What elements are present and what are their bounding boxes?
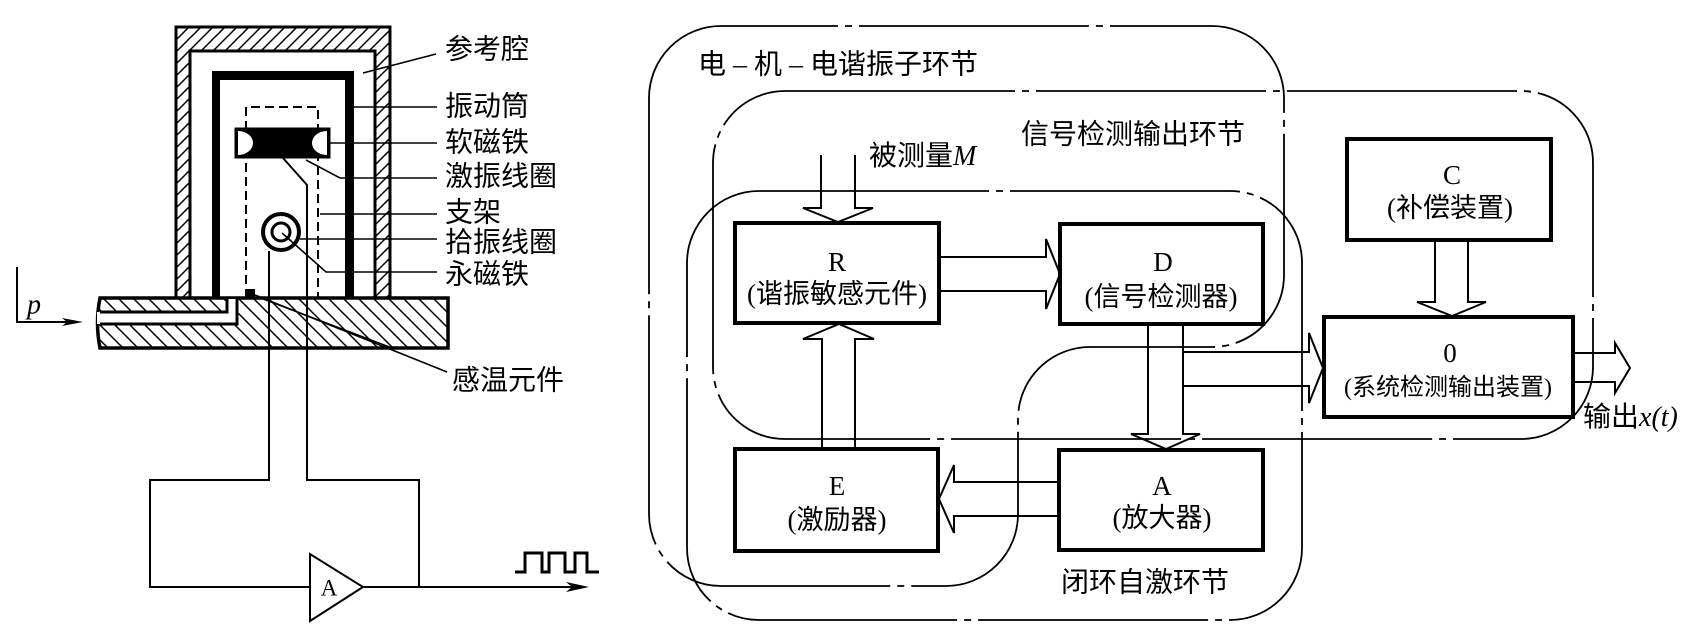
pressure-arrowhead-icon (62, 318, 83, 326)
block-D: D (信号检测器) (1058, 222, 1265, 326)
label-permanent-magnet: 永磁铁 (445, 259, 529, 291)
block-A-name: (放大器) (1113, 503, 1212, 533)
block-A: A (放大器) (1057, 448, 1265, 552)
pressure-channel-lower-wall (100, 298, 239, 326)
label-reference-cavity: 参考腔 (445, 34, 529, 66)
pressure-arrow (16, 267, 74, 323)
title-resonator-loop: 电 – 机 – 电谐振子环节 (698, 49, 978, 81)
leader-permanent-magnet (281, 232, 437, 273)
label-temperature-sensor: 感温元件 (452, 365, 564, 397)
block-R-letter: R (828, 247, 846, 277)
support-frame (245, 106, 319, 298)
leader-reference-cavity (362, 53, 437, 74)
soft-magnet (234, 127, 331, 159)
input-label-symbol: M (952, 141, 978, 172)
block-E-letter: E (829, 471, 846, 501)
pressure-symbol: p (25, 290, 41, 321)
title-signal-output-loop: 信号检测输出环节 (1021, 119, 1245, 151)
label-support: 支架 (445, 197, 501, 229)
title-self-excitation-loop: 闭环自激环节 (1061, 567, 1229, 599)
block-C-letter: C (1443, 160, 1461, 190)
block-R: R (谐振敏感元件) (733, 221, 941, 325)
block-D-letter: D (1153, 247, 1173, 277)
vibrating-cylinder (212, 71, 354, 298)
block-diagram: 电 – 机 – 电谐振子环节 信号检测输出环节 闭环自激环节 被测量M 输出x(… (648, 25, 1678, 621)
output-label: 输出x(t) (1583, 401, 1678, 433)
block-O-letter: 0 (1443, 338, 1457, 368)
amplifier-label: A (321, 576, 338, 601)
input-label-text: 被测量 (869, 140, 953, 172)
sensor-schematic: A p 参考腔 振动筒 软磁铁 激振线圈 支架 拾振线圈 永磁铁 感温元件 (16, 25, 599, 623)
arrow-R-to-D (939, 238, 1062, 310)
output-arrowhead-icon (566, 582, 589, 592)
leader-excitation-coil (305, 159, 437, 179)
arrow-input-to-R (802, 155, 874, 224)
output-label-text: 输出 (1583, 401, 1639, 433)
block-E-name: (激励器) (788, 505, 887, 535)
region-self-excitation-loop (686, 190, 1303, 621)
block-C: C (补偿装置) (1345, 137, 1553, 242)
block-O-name: (系统检测输出装置) (1344, 374, 1552, 401)
pressure-channel (97, 299, 237, 324)
input-label: 被测量M (869, 140, 978, 172)
label-vibrating-cylinder: 振动筒 (445, 91, 529, 123)
label-pickup-coil: 拾振线圈 (445, 227, 557, 259)
block-A-letter: A (1152, 471, 1172, 501)
output-label-symbol: x(t) (1638, 402, 1678, 433)
block-R-name: (谐振敏感元件) (747, 279, 927, 309)
excitation-wire (282, 157, 420, 587)
block-O: 0 (系统检测输出装置) (1322, 315, 1575, 419)
housing-wall (174, 25, 392, 300)
temperature-sensor (246, 289, 255, 298)
block-E: E (激励器) (733, 447, 940, 553)
square-wave-icon (515, 551, 599, 574)
region-resonator-loop (648, 25, 1285, 587)
block-D-name: (信号检测器) (1085, 282, 1238, 312)
temperature-sensor-wire (257, 296, 393, 349)
pickup-wire (149, 251, 310, 588)
amplifier-symbol (309, 552, 365, 623)
label-soft-magnet: 软磁铁 (445, 127, 529, 159)
arrow-C-to-O (1416, 240, 1487, 318)
arrow-E-to-R (802, 322, 875, 449)
block-C-name: (补偿装置) (1387, 193, 1513, 223)
pickup-coil (261, 212, 301, 252)
label-excitation-coil: 激振线圈 (445, 161, 557, 193)
region-signal-output-loop (712, 90, 1594, 440)
arrow-A-to-E (937, 464, 1059, 534)
pressure-channel-upper-wall (100, 298, 229, 314)
arrow-O-to-output (1573, 339, 1632, 397)
